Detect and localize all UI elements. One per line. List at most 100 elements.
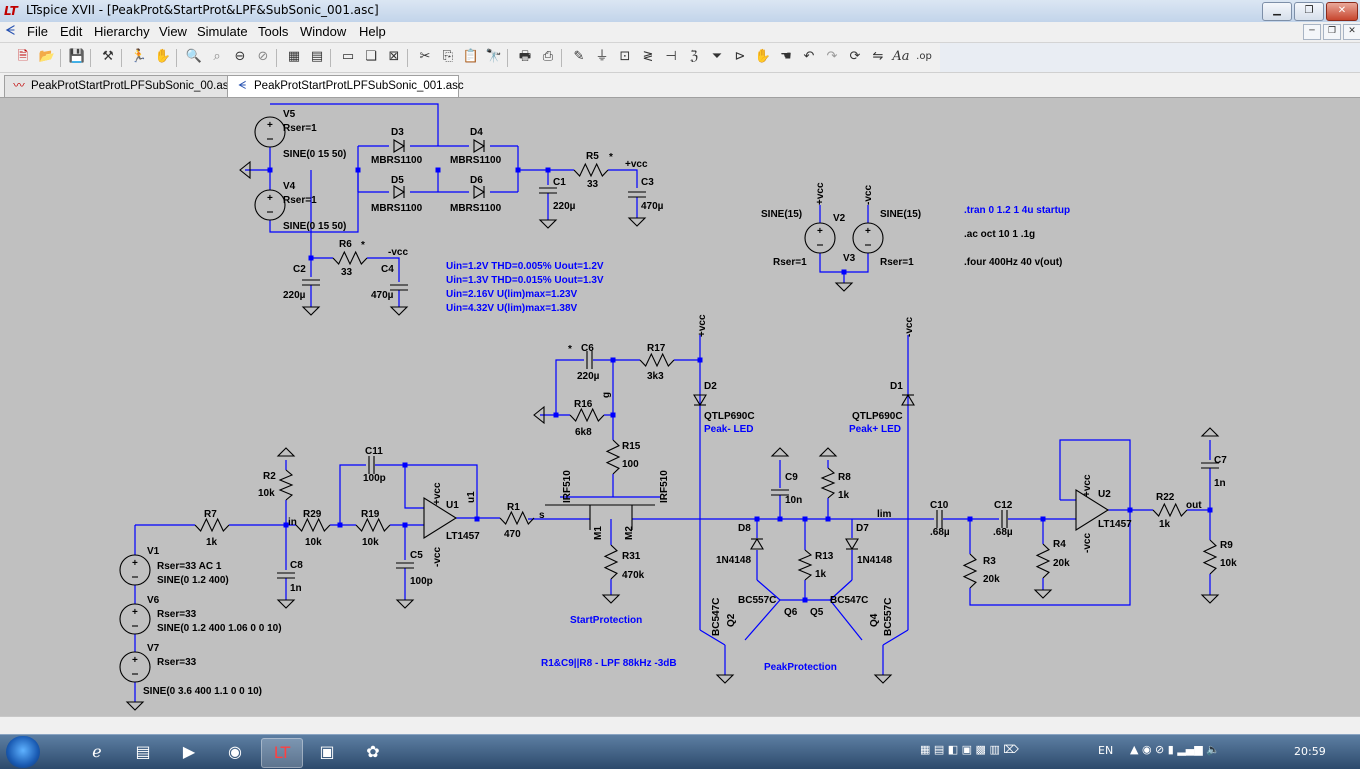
notification-icons[interactable]: ▲ ◉ ⊘ ▮ ▂▄▆ 🔈 [1130,743,1220,756]
clock[interactable]: 20:59 [1294,745,1326,758]
menu-window[interactable]: Window [300,24,347,39]
ground-icon[interactable]: ⏚ [595,49,609,64]
autorange-icon[interactable]: ▦ [287,49,301,64]
menu-file[interactable]: File [27,24,48,39]
zoom-cancel-icon[interactable]: ⊘ [257,49,269,64]
menu-help[interactable]: Help [359,24,386,39]
junction [283,522,289,528]
resistor [797,549,813,581]
start-button[interactable] [6,736,40,768]
capacitor-icon[interactable]: ⊣ [665,49,677,64]
paste-icon[interactable]: 📋 [462,49,480,64]
resistor [295,517,331,533]
component-icon[interactable]: ⊳ [734,49,746,64]
wire [829,599,863,641]
close-button[interactable]: ✕ [1326,2,1358,21]
label-c4: C4 [381,264,394,275]
voltage-source [804,222,836,254]
label-c5: C5 [410,550,423,561]
redo-icon[interactable]: ↷ [826,49,838,64]
zoom-out-icon[interactable]: ⊖ [234,49,246,64]
label-v7: V7 [147,643,160,654]
plus-sign: + [132,607,138,618]
resistor [820,467,836,499]
diode [473,139,486,153]
label-c4v: 470µ [371,290,394,301]
junction [355,167,361,173]
diode-icon[interactable]: ⏷ [711,49,723,64]
label-v5s: SINE(0 15 50) [283,149,346,160]
label-net-icon[interactable]: ⊡ [619,49,631,64]
resistor-icon[interactable]: ≷ [642,49,654,64]
media-player-icon[interactable]: ▶ [182,742,196,761]
restore-button[interactable]: ❐ [1294,2,1324,21]
junction [435,167,441,173]
file-explorer-icon[interactable]: ▤ [135,742,151,761]
control-panel-icon[interactable]: ⚒ [102,49,114,64]
print-icon[interactable]: ⎙ [542,49,554,64]
minimize-button[interactable]: ▁ [1262,2,1292,21]
ground-arrow [239,160,251,180]
menu-simulate[interactable]: Simulate [197,24,248,39]
label-r6v: 33 [341,267,353,278]
language-indicator[interactable]: EN [1098,744,1114,757]
firefox-icon[interactable]: ◉ [228,742,242,761]
tile-icon[interactable]: ▤ [310,49,324,64]
cut-icon[interactable]: ✂ [419,49,431,64]
spice-directive-icon[interactable]: .op [916,51,932,62]
junction [1207,507,1213,513]
halt-icon[interactable]: ✋ [154,49,172,64]
schematic-doc-icon[interactable]: ᗕ [5,23,16,39]
ltspice-icon[interactable]: LT [261,738,303,768]
drag-icon[interactable]: ☚ [780,49,792,64]
label-u1pv: +vcc [432,482,443,505]
new-schematic-icon[interactable]: 🗎 [17,49,29,64]
label-irf1: IRF510 [562,470,573,503]
inductor-icon[interactable]: ℨ [689,49,698,64]
label-g: g [601,392,612,398]
menu-edit[interactable]: Edit [60,24,83,39]
mirror-icon[interactable]: ⇋ [872,49,884,64]
mdi-restore-button[interactable]: ❐ [1323,24,1341,40]
undo-icon[interactable]: ↶ [803,49,815,64]
text-icon[interactable]: Aa [892,49,910,64]
find-icon[interactable]: 🔭 [485,49,503,64]
tile-windows-icon[interactable]: ▭ [341,49,355,64]
internet-explorer-icon[interactable]: ℯ [92,742,102,761]
junction [515,167,521,173]
label-q6: Q6 [784,607,798,618]
run-icon[interactable]: 🏃 [130,49,148,64]
menu-tools[interactable]: Tools [258,24,289,39]
label-c11v: 100p [363,473,386,484]
label-r3v: 20k [983,574,1000,585]
zoom-in-icon[interactable]: 🔍 [185,49,203,64]
menu-view[interactable]: View [159,24,187,39]
label-v3s: SINE(15) [880,209,921,220]
cascade-icon[interactable]: ❏ [365,49,377,64]
copy-icon[interactable]: ⎘ [442,49,454,64]
print-setup-icon[interactable]: 🖶 [518,49,532,64]
paint-icon[interactable]: ✿ [366,742,380,761]
window-title: LTspice XVII - [PeakProt&StartProt&LPF&S… [26,3,379,17]
label-c7: C7 [1214,455,1227,466]
draw-wire-icon[interactable]: ✎ [573,49,585,64]
mdi-close-button[interactable]: ✕ [1343,24,1360,40]
diode [393,139,406,153]
rotate-icon[interactable]: ⟳ [849,49,861,64]
open-icon[interactable]: 📂 [38,49,56,64]
close-window-icon[interactable]: ⊠ [388,49,400,64]
label-n4: Uin=4.32V U(lim)max=1.38V [446,303,578,314]
mdi-minimize-button[interactable]: ─ [1303,24,1321,40]
junction [337,522,343,528]
save-icon[interactable]: 💾 [68,49,86,64]
zoom-pan-icon[interactable]: ⌕ [213,49,221,64]
terminal-icon[interactable]: ▣ [319,742,335,761]
plus-sign: + [267,120,273,131]
menu-hierarchy[interactable]: Hierarchy [94,24,150,39]
tray-icons[interactable]: ▦ ▤ ◧ ▣ ▩ ▥ ⌦ [920,743,1019,756]
move-icon[interactable]: ✋ [754,49,772,64]
tab-waveform[interactable]: 〰PeakProtStartProtLPFSubSonic_00.asc [4,75,234,97]
